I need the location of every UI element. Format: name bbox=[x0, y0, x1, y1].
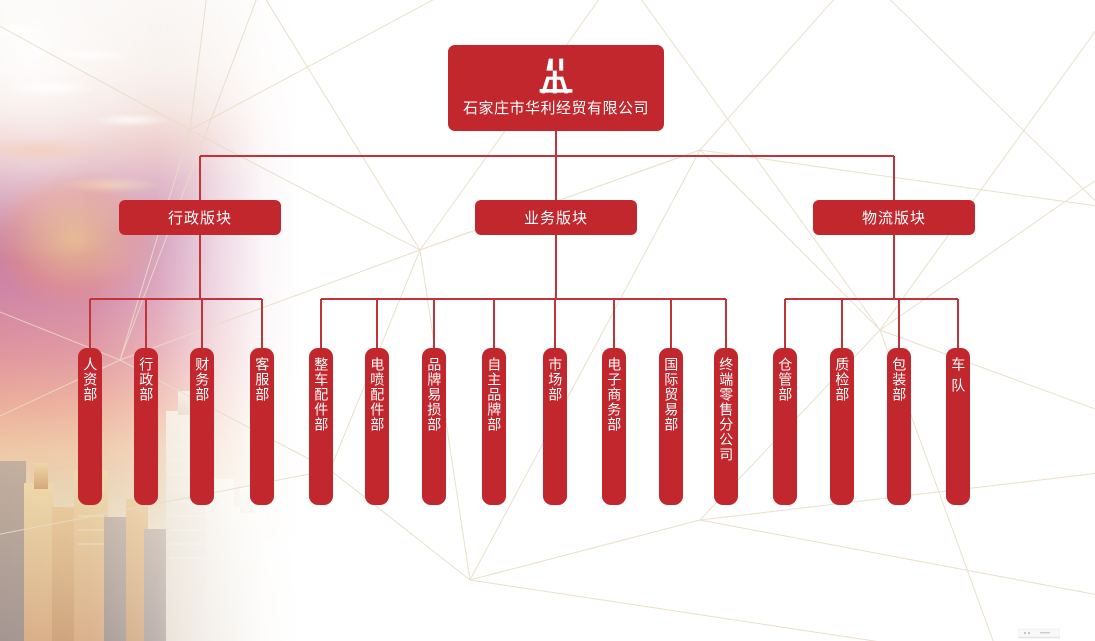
dept-node-vehicle-parts[interactable]: 整车配件部 bbox=[309, 348, 333, 505]
dept-node-own-brand[interactable]: 自主品牌部 bbox=[482, 348, 506, 505]
dept-label-brand-wear-parts: 品牌易损部 bbox=[426, 357, 443, 432]
dept-label-marketing: 市场部 bbox=[547, 357, 564, 402]
dept-node-marketing[interactable]: 市场部 bbox=[543, 348, 567, 505]
dept-node-packaging[interactable]: 包装部 bbox=[887, 348, 911, 505]
division-label-admin: 行政版块 bbox=[167, 210, 232, 227]
dept-label-hr: 人资部 bbox=[82, 357, 99, 402]
dept-label-customer-service: 客服部 bbox=[254, 357, 271, 402]
dept-node-fleet[interactable]: 车队 bbox=[946, 348, 970, 505]
corner-widget-icon[interactable] bbox=[1018, 628, 1060, 639]
dept-node-ecommerce[interactable]: 电子商务部 bbox=[602, 348, 626, 505]
dept-node-hr[interactable]: 人资部 bbox=[78, 348, 102, 505]
dept-label-finance: 财务部 bbox=[194, 357, 211, 402]
dept-node-customer-service[interactable]: 客服部 bbox=[250, 348, 274, 505]
dept-label-international-trade: 国际贸易部 bbox=[663, 357, 680, 432]
dept-node-terminal-retail-branch[interactable]: 终端零售分公司 bbox=[714, 348, 738, 505]
dept-node-administration[interactable]: 行政部 bbox=[134, 348, 158, 505]
dept-node-quality-inspection[interactable]: 质检部 bbox=[830, 348, 854, 505]
dept-label-efi-parts: 电喷配件部 bbox=[369, 357, 386, 432]
dept-node-international-trade[interactable]: 国际贸易部 bbox=[659, 348, 683, 505]
division-node-logistics[interactable]: 物流版块 bbox=[813, 200, 975, 235]
dept-node-brand-wear-parts[interactable]: 品牌易损部 bbox=[422, 348, 446, 505]
company-logo-icon bbox=[539, 58, 573, 94]
dept-label-terminal-retail-branch: 终端零售分公司 bbox=[718, 357, 735, 462]
dept-label-ecommerce: 电子商务部 bbox=[606, 357, 623, 432]
dept-label-warehouse: 仓管部 bbox=[777, 357, 794, 402]
dept-node-finance[interactable]: 财务部 bbox=[190, 348, 214, 505]
division-label-business: 业务版块 bbox=[523, 210, 588, 227]
dept-label-administration: 行政部 bbox=[138, 357, 155, 402]
dept-label-vehicle-parts: 整车配件部 bbox=[313, 357, 330, 432]
division-node-admin[interactable]: 行政版块 bbox=[119, 200, 281, 235]
dept-label-fleet: 车队 bbox=[950, 357, 967, 399]
root-node-label: 石家庄市华利经贸有限公司 bbox=[462, 100, 649, 117]
division-node-business[interactable]: 业务版块 bbox=[475, 200, 637, 235]
dept-node-warehouse[interactable]: 仓管部 bbox=[773, 348, 797, 505]
root-node-company[interactable]: 石家庄市华利经贸有限公司 bbox=[448, 45, 664, 131]
dept-node-efi-parts[interactable]: 电喷配件部 bbox=[365, 348, 389, 505]
division-label-logistics: 物流版块 bbox=[861, 210, 926, 227]
dept-label-own-brand: 自主品牌部 bbox=[486, 357, 503, 432]
dept-label-quality-inspection: 质检部 bbox=[834, 357, 851, 402]
dept-label-packaging: 包装部 bbox=[891, 357, 908, 402]
